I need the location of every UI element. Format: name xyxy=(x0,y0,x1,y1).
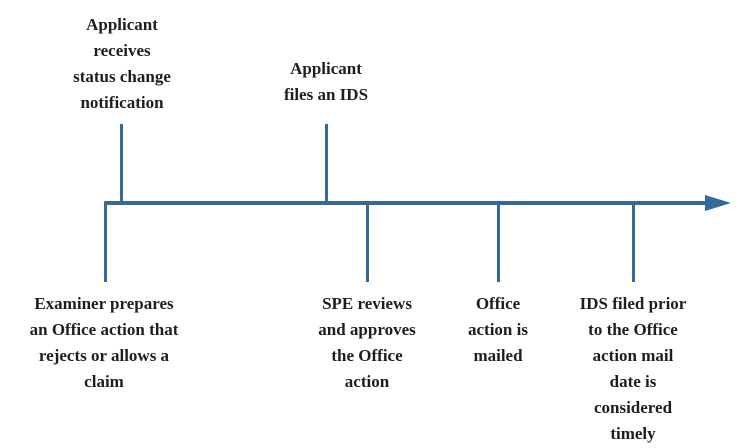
tick-ids-filed-prior xyxy=(632,203,635,282)
event-label-applicant-receives-notification: Applicant receives status change notific… xyxy=(73,15,171,112)
tick-examiner-prepares xyxy=(104,203,107,282)
tick-applicant-receives-notification xyxy=(120,124,123,203)
event-label-spe-reviews: SPE reviews and approves the Office acti… xyxy=(318,294,416,391)
tick-applicant-files-ids xyxy=(325,124,328,203)
event-label-office-action-mailed: Office action is mailed xyxy=(468,294,528,365)
tick-office-action-mailed xyxy=(497,203,500,282)
event-label-ids-filed-prior: IDS filed prior to the Office action mai… xyxy=(579,294,687,443)
arrow-right-icon xyxy=(705,195,731,211)
event-label-applicant-files-ids: Applicant files an IDS xyxy=(283,59,369,104)
event-label-examiner-prepares: Examiner prepares an Office action that … xyxy=(29,294,179,391)
timeline-axis-line xyxy=(104,201,708,205)
tick-spe-reviews xyxy=(366,203,369,282)
